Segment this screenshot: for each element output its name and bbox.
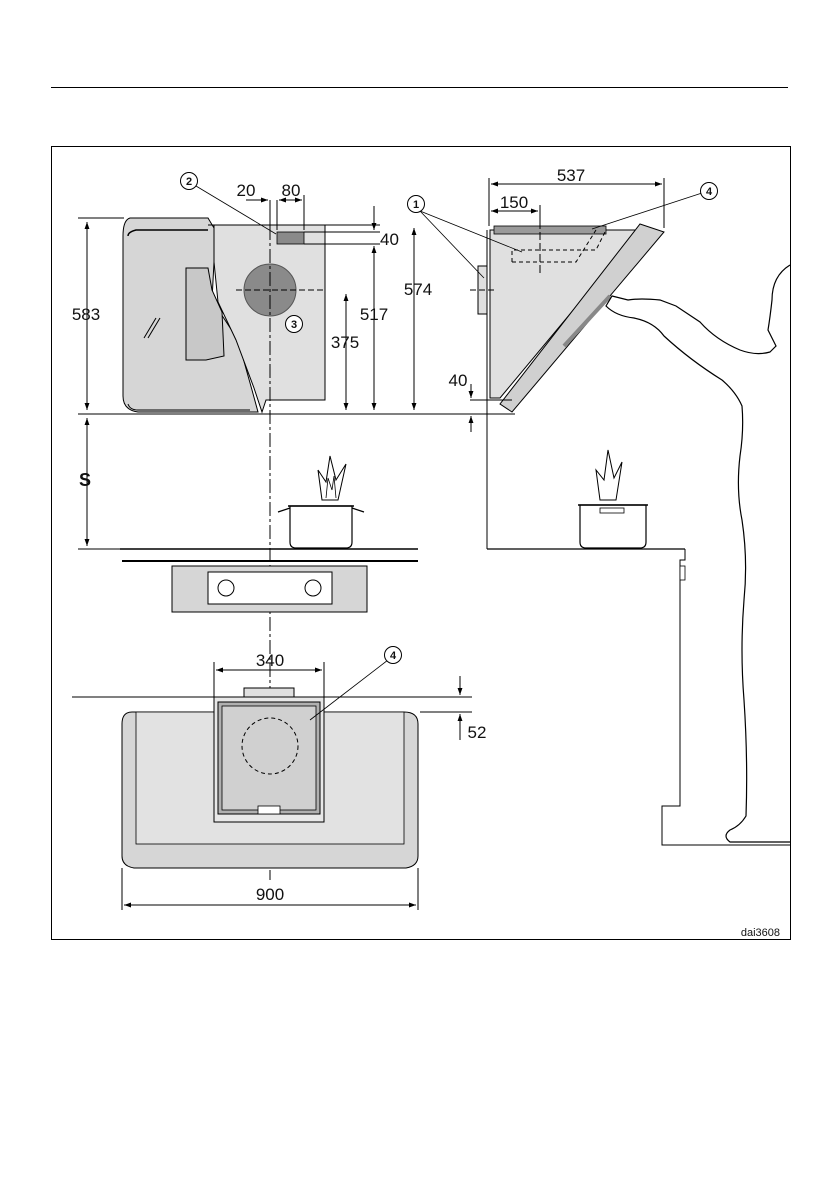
cooking-pot-left	[277, 455, 365, 549]
dimension-label: 517	[360, 305, 388, 324]
dimension-label: S	[79, 470, 91, 490]
burner	[217, 579, 235, 597]
flame-icon	[317, 455, 347, 501]
dimension-label: 340	[256, 651, 284, 670]
bottom-view	[72, 646, 472, 910]
dimension-label: 40	[449, 371, 468, 390]
glass-mark	[143, 317, 157, 339]
dimension-label: 574	[404, 280, 432, 299]
dimension-label: 537	[557, 166, 585, 185]
dimension-label: 900	[256, 885, 284, 904]
callout-label: 4	[706, 186, 713, 198]
hood-side-cutout	[185, 267, 225, 361]
hood-front-panel	[499, 223, 665, 413]
callout-label: 1	[413, 199, 419, 211]
callout-label: 2	[186, 176, 192, 188]
electrical-outlet-area	[276, 231, 305, 245]
diagram-frame	[51, 146, 791, 940]
callout-2-badge	[180, 172, 198, 190]
callout-4-badge	[700, 182, 718, 200]
dimension-label: 375	[331, 333, 359, 352]
callout-label: 3	[291, 319, 297, 331]
dimension-label: 20	[237, 181, 256, 200]
person-silhouette	[605, 264, 791, 843]
page-header-rule	[51, 87, 788, 88]
grease-filter-top	[493, 225, 607, 235]
flame-icon	[595, 449, 623, 501]
burner	[304, 579, 322, 597]
figure-code: dai3608	[741, 927, 780, 939]
dimension-label: 40	[380, 230, 399, 249]
cooking-pot-right	[578, 449, 648, 549]
installation-diagram: 2 3 1 4 4 20 80 40 583 517 375 574 537 1…	[51, 146, 791, 940]
dimension-label: 583	[72, 305, 100, 324]
dimension-label: 52	[468, 723, 487, 742]
callout-1-badge	[407, 195, 425, 213]
callout-3-badge	[285, 315, 303, 333]
filter-handle	[257, 805, 281, 815]
dimension-label: 150	[500, 193, 528, 212]
front-view	[78, 172, 515, 880]
side-view	[407, 178, 791, 846]
callout-4-badge	[384, 646, 402, 664]
callout-label: 4	[390, 650, 397, 662]
dimension-label: 80	[282, 181, 301, 200]
